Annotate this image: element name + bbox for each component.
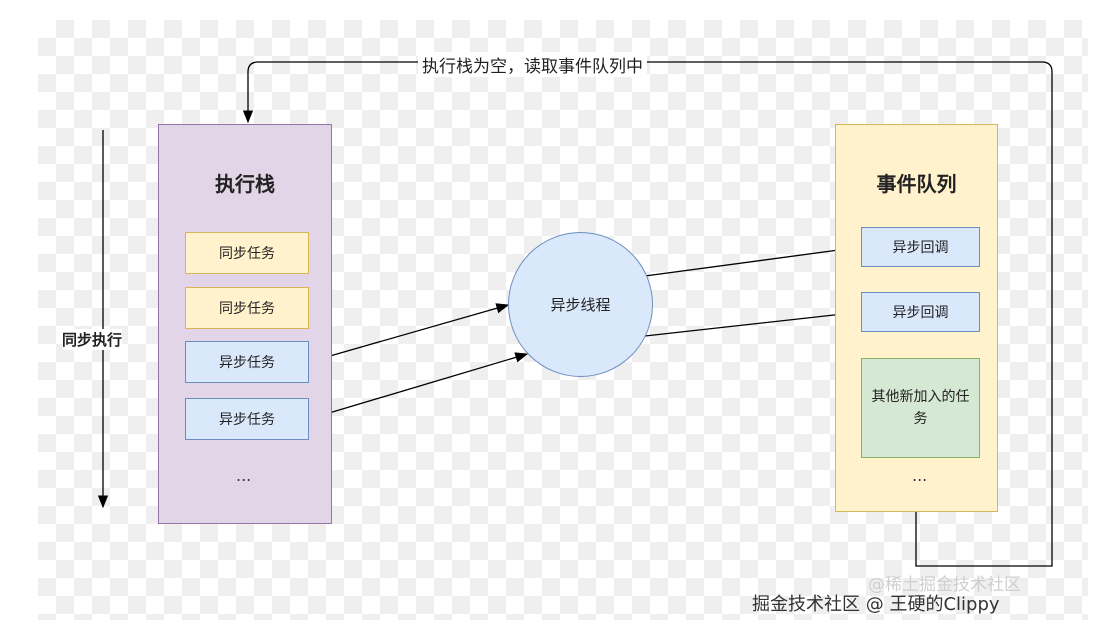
async-thread-label: 异步线程 — [550, 296, 611, 314]
stack-ellipsis: ... — [236, 466, 252, 485]
queue-item-async-callback: 异步回调 — [861, 227, 980, 267]
queue-ellipsis: ... — [912, 466, 928, 485]
stack-item-sync-task: 同步任务 — [185, 232, 309, 274]
event-queue-title: 事件队列 — [876, 172, 957, 196]
queue-item-new-task: 其他新加入的任务 — [861, 358, 980, 458]
thread-to-callback-2-arrow — [644, 308, 863, 337]
thread-to-callback-1-arrow — [644, 243, 863, 277]
watermark: 掘金技术社区 @ 王硬的Clippy — [752, 594, 1000, 615]
loop-back-arrow — [242, 61, 1053, 567]
queue-item-async-callback: 异步回调 — [861, 292, 980, 332]
async-task-1-to-thread-arrow — [308, 303, 510, 363]
stack-item-async-task: 异步任务 — [185, 398, 309, 440]
async-thread-node: 异步线程 — [508, 232, 653, 377]
sync-execution-label: 同步执行 — [62, 329, 123, 350]
async-task-2-to-thread-arrow — [308, 352, 529, 420]
loop-label: 执行栈为空，读取事件队列中 — [418, 52, 647, 77]
stack-item-sync-task: 同步任务 — [185, 287, 309, 329]
call-stack-title: 执行栈 — [215, 172, 275, 196]
faint-watermark: @稀土掘金技术社区 — [868, 575, 1021, 595]
stack-item-async-task: 异步任务 — [185, 341, 309, 383]
